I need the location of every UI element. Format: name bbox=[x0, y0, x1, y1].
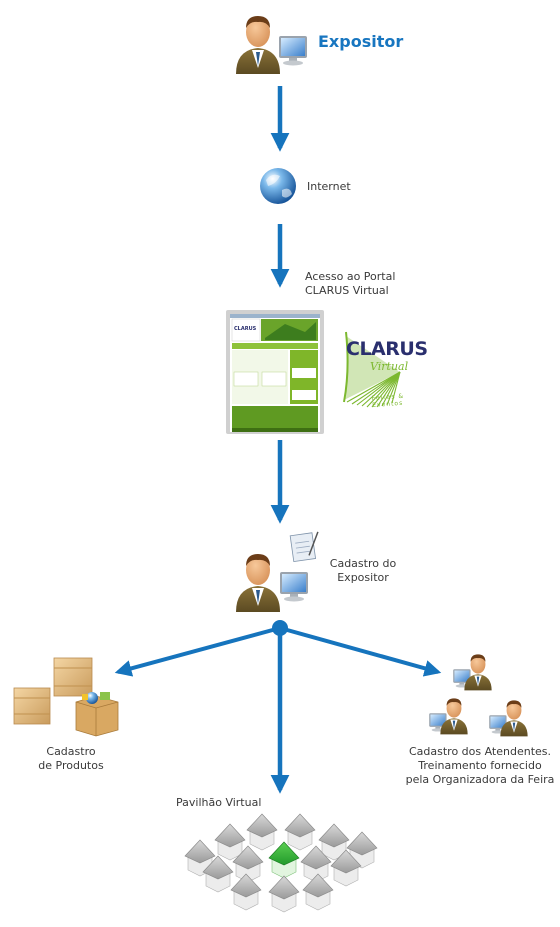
clarus-logo bbox=[343, 331, 401, 408]
branch-arrows bbox=[114, 620, 442, 794]
label-pavilhao: Pavilhão Virtual bbox=[176, 796, 262, 809]
clarus-logo-text: CLARUS Virtual Feiras & Eventos bbox=[346, 338, 428, 409]
three-businessmen-icon bbox=[429, 654, 528, 737]
branch-node bbox=[272, 620, 288, 636]
label-cadastro-produtos-line2: de Produtos bbox=[38, 759, 104, 772]
businessman-notepad-icon bbox=[236, 531, 319, 612]
globe-icon bbox=[260, 168, 296, 204]
label-atendentes-line2: Treinamento fornecido bbox=[418, 759, 542, 772]
label-cadastro-produtos-line1: Cadastro bbox=[46, 745, 96, 758]
label-atendentes-line1: Cadastro dos Atendentes. bbox=[408, 745, 552, 758]
label-cadastro-expositor: Cadastro do Expositor bbox=[318, 557, 408, 585]
label-atendentes: Cadastro dos Atendentes. Treinamento for… bbox=[400, 745, 560, 787]
website-screenshot: CLARUS bbox=[226, 310, 324, 434]
label-cadastro-expositor-line2: Expositor bbox=[337, 571, 389, 584]
logo-name: CLARUS bbox=[346, 338, 428, 360]
houses-pavilion-icon bbox=[184, 813, 378, 913]
title-expositor: Expositor bbox=[318, 32, 404, 51]
boxes-icon bbox=[13, 657, 119, 737]
label-cadastro-expositor-line1: Cadastro do bbox=[329, 557, 397, 570]
label-portal-line2: CLARUS Virtual bbox=[305, 284, 389, 297]
label-atendentes-line3: pela Organizadora da Feira bbox=[405, 773, 555, 786]
label-cadastro-produtos: Cadastro de Produtos bbox=[26, 745, 116, 773]
label-portal-line1: Acesso ao Portal bbox=[305, 270, 396, 283]
label-internet: Internet bbox=[307, 180, 351, 193]
businessman-computer-icon bbox=[236, 16, 307, 74]
svg-text:CLARUS: CLARUS bbox=[234, 326, 257, 332]
label-portal: Acesso ao Portal CLARUS Virtual bbox=[305, 270, 395, 298]
logo-sub: Virtual bbox=[370, 360, 409, 373]
